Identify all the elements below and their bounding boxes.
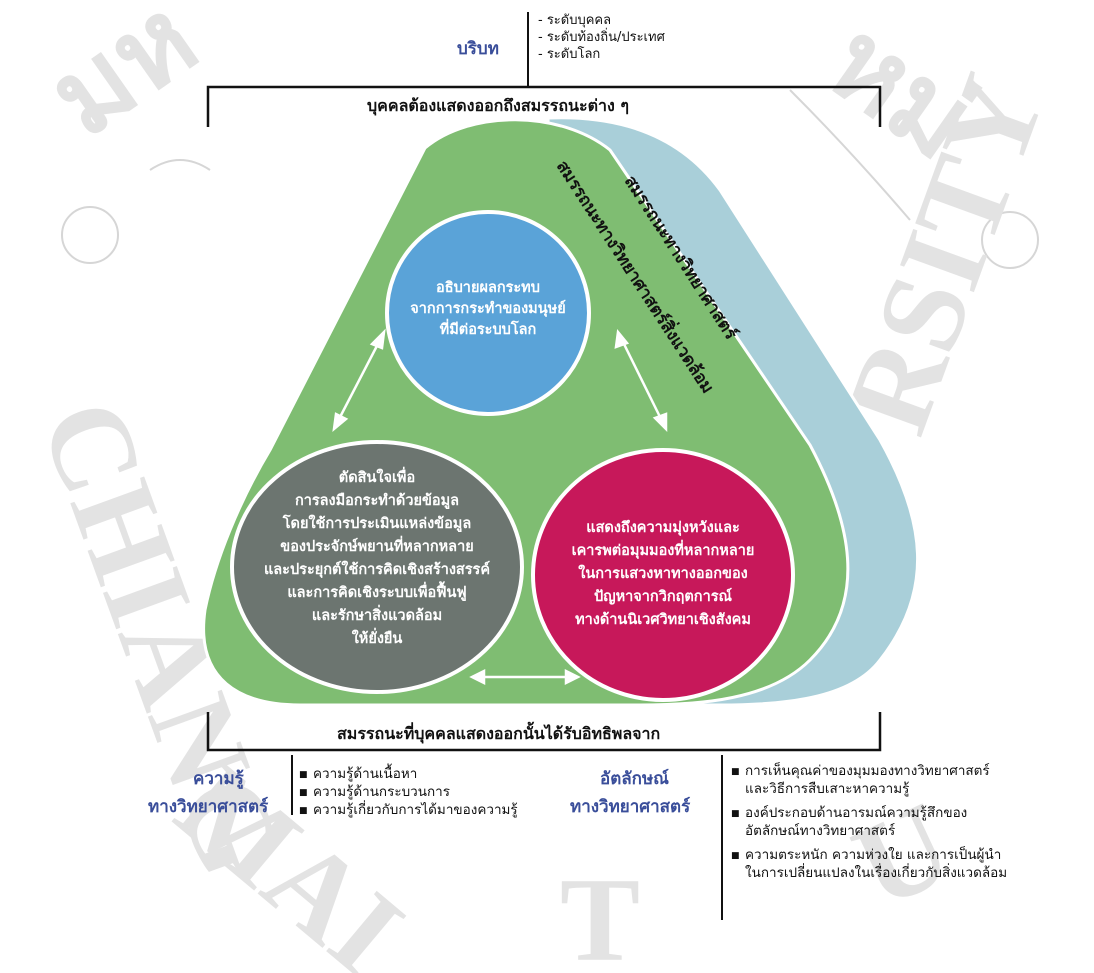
gray-circle-line: ของประจักษ์พยานที่หลากหลาย xyxy=(280,539,474,555)
gray-circle-line: โดยใช้การประเมินแหล่งข้อมูล xyxy=(282,516,472,532)
knowledge-label-line1: ความรู้ xyxy=(193,769,244,789)
red-circle-line: ในการแสวงหาทางออกของ xyxy=(578,566,748,582)
gray-circle-line: ให้ยั่งยืน xyxy=(351,631,403,647)
identity-item-line: การเห็นคุณค่าของมุมมองทางวิทยาศาสตร์ xyxy=(745,763,990,779)
identity-item-line: ความตระหนัก ความห่วงใย และการเป็นผู้นำ xyxy=(745,847,1002,863)
bottom-heading: สมรรถนะที่บุคคลแสดงออกนั้นได้รับอิทธิพลจ… xyxy=(337,724,661,743)
red-circle-line: แสดงถึงความมุ่งหวังและ xyxy=(586,520,740,536)
gray-circle xyxy=(230,440,524,694)
arrows xyxy=(332,328,668,686)
gray-circle-line: และประยุกต์ใช้การคิดเชิงสร้างสรรค์ xyxy=(263,562,491,578)
identity-label-line2: ทางวิทยาศาสตร์ xyxy=(570,797,691,817)
blue-circle-line: อธิบายผลกระทบ xyxy=(436,280,540,296)
blue-circle-text: อธิบายผลกระทบ จากการกระทำของมนุษย์ ที่มี… xyxy=(388,278,588,341)
context-levels: - ระดับบุคคล - ระดับท้องถิ่น/ประเทศ - ระ… xyxy=(538,12,665,63)
red-circle-text: แสดงถึงความมุ่งหวังและ เคารพต่อมุมมองที่… xyxy=(533,517,793,632)
identity-item-line: และวิธีการสืบเสาะหาความรู้ xyxy=(745,781,910,797)
identity-item-line: องค์ประกอบด้านอารมณ์ความรู้สึกของ xyxy=(745,805,968,821)
context-level-global: - ระดับโลก xyxy=(538,47,601,62)
red-circle-line: ปัญหาจากวิกฤตการณ์ xyxy=(594,589,732,605)
knowledge-items: ความรู้ด้านเนื้อหา ความรู้ด้านกระบวนการ … xyxy=(299,765,518,820)
red-circle xyxy=(531,448,795,702)
context-level-individual: - ระดับบุคคล xyxy=(538,13,612,28)
identity-label-line1: อัตลักษณ์ xyxy=(600,769,669,789)
knowledge-item: ความรู้เกี่ยวกับการได้มาของความรู้ xyxy=(299,801,518,820)
context-label: บริบท xyxy=(457,39,499,59)
watermark-bottom-mid: T xyxy=(560,853,640,973)
identity-item-3: ความตระหนัก ความห่วงใย และการเป็นผู้นำ ใ… xyxy=(731,846,1008,882)
knowledge-label-line2: ทางวิทยาศาสตร์ xyxy=(148,797,269,817)
identity-items: การเห็นคุณค่าของมุมมองทางวิทยาศาสตร์ และ… xyxy=(731,762,1008,882)
blue-circle-line: ที่มีต่อระบบโลก xyxy=(439,322,537,338)
red-circle-line: ทางด้านนิเวศวิทยาเชิงสังคม xyxy=(575,612,751,628)
blue-circle-line: จากการกระทำของมนุษย์ xyxy=(410,301,566,317)
blue-circle xyxy=(385,210,591,416)
gray-circle-text: ตัดสินใจเพื่อ การลงมือกระทำด้วยข้อมูล โด… xyxy=(237,467,517,651)
identity-item-line: ในการเปลี่ยนแปลงในเรื่องเกี่ยวกับสิ่งแวด… xyxy=(745,865,1008,881)
gray-circle-line: การลงมือกระทำด้วยข้อมูล xyxy=(294,493,460,509)
top-bracket xyxy=(206,85,882,127)
context-level-local: - ระดับท้องถิ่น/ประเทศ xyxy=(538,30,665,45)
top-heading: บุคคลต้องแสดงออกถึงสมรรถนะต่าง ๆ xyxy=(367,96,629,115)
bottom-bracket xyxy=(206,712,882,752)
gray-circle-line: และการคิดเชิงระบบเพื่อฟื้นฟู xyxy=(287,585,467,601)
identity-item-line: อัตลักษณ์ทางวิทยาศาสตร์ xyxy=(745,823,896,839)
knowledge-item: ความรู้ด้านกระบวนการ xyxy=(299,783,518,802)
identity-item-1: การเห็นคุณค่าของมุมมองทางวิทยาศาสตร์ และ… xyxy=(731,762,1007,798)
gray-circle-line: และรักษาสิ่งแวดล้อม xyxy=(311,608,443,624)
identity-item-2: องค์ประกอบด้านอารมณ์ความรู้สึกของ อัตลัก… xyxy=(731,804,1007,840)
knowledge-item: ความรู้ด้านเนื้อหา xyxy=(299,765,518,784)
red-circle-line: เคารพต่อมุมมองที่หลากหลาย xyxy=(571,543,755,559)
gray-circle-line: ตัดสินใจเพื่อ xyxy=(338,470,416,486)
